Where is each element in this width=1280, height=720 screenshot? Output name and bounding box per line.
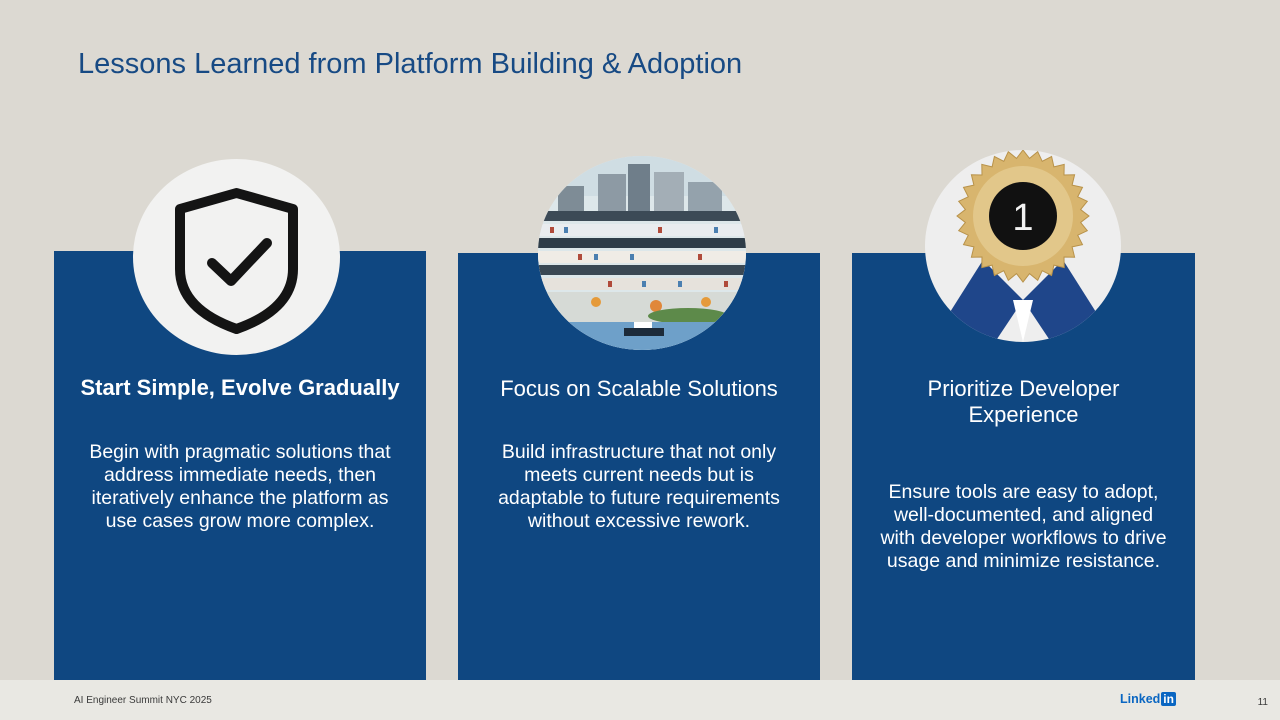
card-body: Build infrastructure that not only meets…: [458, 441, 820, 533]
card-body-line: usage and minimize resistance.: [886, 550, 1161, 572]
first-place-number: 1: [1012, 197, 1033, 239]
card-heading: Prioritize Developer Experience: [852, 376, 1195, 428]
card-heading: Start Simple, Evolve Gradually: [80, 375, 400, 400]
city-illustration: [538, 156, 746, 350]
card-body-line: with developer workflows to drive: [880, 527, 1167, 549]
slide-title: Lessons Learned from Platform Building &…: [78, 48, 743, 80]
card-heading-line: Experience: [968, 402, 1079, 427]
linkedin-logo-box: in: [1161, 692, 1176, 706]
card-body: Begin with pragmatic solutions that addr…: [54, 441, 426, 533]
card-body-line: Build infrastructure that not only: [501, 441, 777, 463]
event-name: AI Engineer Summit NYC 2025: [74, 695, 212, 706]
card-body-line: iteratively enhance the platform as: [91, 487, 389, 509]
card-body-line: without excessive rework.: [527, 510, 751, 532]
card-body-line: address immediate needs, then: [103, 464, 377, 486]
card-body-line: adaptable to future requirements: [498, 487, 780, 509]
card-body-line: Begin with pragmatic solutions that: [89, 441, 391, 463]
card-body-line: meets current needs but is: [524, 464, 754, 486]
card-heading: Focus on Scalable Solutions: [500, 376, 778, 401]
first-place-ribbon-icon: 1: [925, 150, 1121, 342]
shield-check-icon: [133, 159, 340, 355]
linkedin-logo-word: Linked: [1120, 692, 1161, 706]
card-heading-line: Prioritize Developer: [927, 376, 1120, 401]
page-number: 11: [1257, 697, 1268, 708]
card-body-line: Ensure tools are easy to adopt,: [888, 481, 1159, 503]
card-body: Ensure tools are easy to adopt, well-doc…: [852, 481, 1195, 573]
card-body-line: use cases grow more complex.: [105, 510, 375, 532]
card-body-line: well-documented, and aligned: [893, 504, 1154, 526]
